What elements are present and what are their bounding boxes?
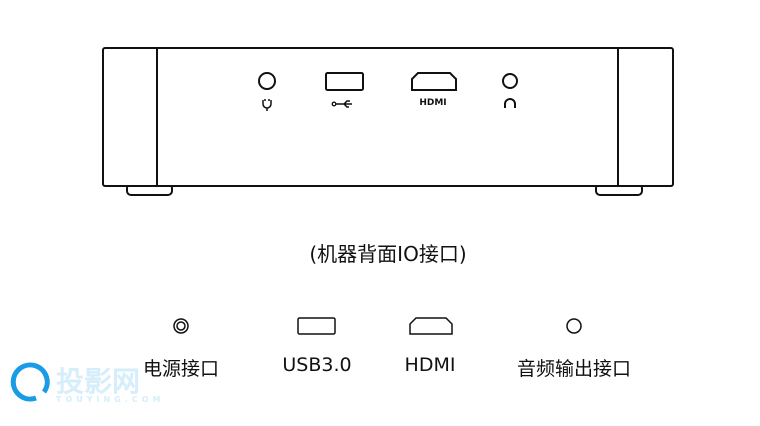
usb-port: [325, 72, 364, 91]
legend-label-hdmi: HDMI: [404, 354, 456, 376]
caption: (机器背面IO接口): [309, 242, 467, 266]
legend-power-icon: [173, 318, 189, 334]
watermark-name: 投影网: [56, 365, 141, 398]
audio-port: [502, 73, 518, 89]
legend-hdmi-icon: [409, 317, 453, 335]
power-port: [258, 72, 276, 90]
legend-audio-icon: [566, 318, 582, 334]
hdmi-symbol-label: HDMI: [419, 98, 447, 108]
device-body: [102, 47, 674, 187]
legend-label-audio: 音频输出接口: [516, 358, 632, 380]
hdmi-port: [411, 72, 457, 91]
legend-label-usb: USB3.0: [282, 354, 352, 376]
watermark-domain: TOUYING.COM: [56, 395, 165, 404]
power-symbol-icon: [262, 99, 272, 111]
legend-label-power: 电源接口: [142, 358, 220, 380]
headphone-icon: [504, 98, 516, 108]
watermark-logo-icon: [10, 362, 50, 402]
legend-usb-icon: [297, 317, 336, 335]
usb-symbol-icon: [336, 100, 352, 108]
